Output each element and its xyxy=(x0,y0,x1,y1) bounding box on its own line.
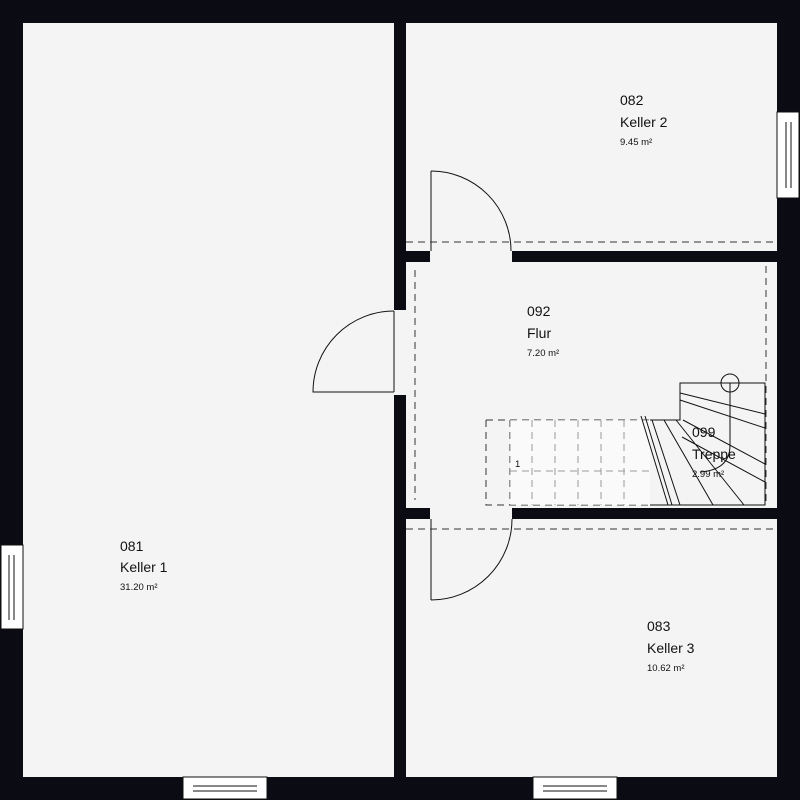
room-label-keller-3: 083 Keller 3 10.62 m² xyxy=(647,618,695,674)
svg-text:099: 099 xyxy=(692,424,716,440)
room-label-flur: 092 Flur 7.20 m² xyxy=(527,303,559,359)
room-label-keller-2: 082 Keller 2 9.45 m² xyxy=(620,92,668,148)
window-bottom-left xyxy=(182,776,268,800)
svg-text:Flur: Flur xyxy=(527,325,551,341)
room-label-keller-1: 081 Keller 1 31.20 m² xyxy=(120,538,168,593)
door-keller-2[interactable] xyxy=(430,170,512,252)
dashed-line xyxy=(414,266,767,505)
svg-text:Keller 3: Keller 3 xyxy=(647,640,695,656)
window-left xyxy=(0,544,24,630)
svg-text:Keller 1: Keller 1 xyxy=(120,559,168,575)
stair-start-marker: 1 xyxy=(515,459,520,470)
door-opening-keller-2 xyxy=(430,250,512,264)
svg-text:Treppe: Treppe xyxy=(692,446,736,462)
svg-text:083: 083 xyxy=(647,618,671,634)
window-bottom-right xyxy=(532,776,618,800)
svg-text:7.20 m²: 7.20 m² xyxy=(527,348,559,359)
svg-text:082: 082 xyxy=(620,92,644,108)
staircase: 1 xyxy=(485,373,766,506)
svg-text:31.20 m²: 31.20 m² xyxy=(120,582,158,593)
room-keller-3[interactable] xyxy=(406,519,777,777)
door-keller-3[interactable] xyxy=(430,518,513,601)
room-keller-2[interactable] xyxy=(406,23,777,251)
svg-text:Keller 2: Keller 2 xyxy=(620,114,668,130)
svg-text:10.62 m²: 10.62 m² xyxy=(647,663,685,674)
door-opening-keller-1 xyxy=(392,310,408,395)
window-right xyxy=(776,111,800,199)
room-keller-1[interactable] xyxy=(23,23,394,777)
svg-text:081: 081 xyxy=(120,538,144,554)
door-keller-1[interactable] xyxy=(312,310,395,393)
svg-text:092: 092 xyxy=(527,303,551,319)
svg-text:9.45 m²: 9.45 m² xyxy=(620,137,652,148)
room-label-treppe: 099 Treppe 2.99 m² xyxy=(692,424,736,480)
svg-text:2.99 m²: 2.99 m² xyxy=(692,469,724,480)
door-opening-keller-3 xyxy=(430,507,512,521)
